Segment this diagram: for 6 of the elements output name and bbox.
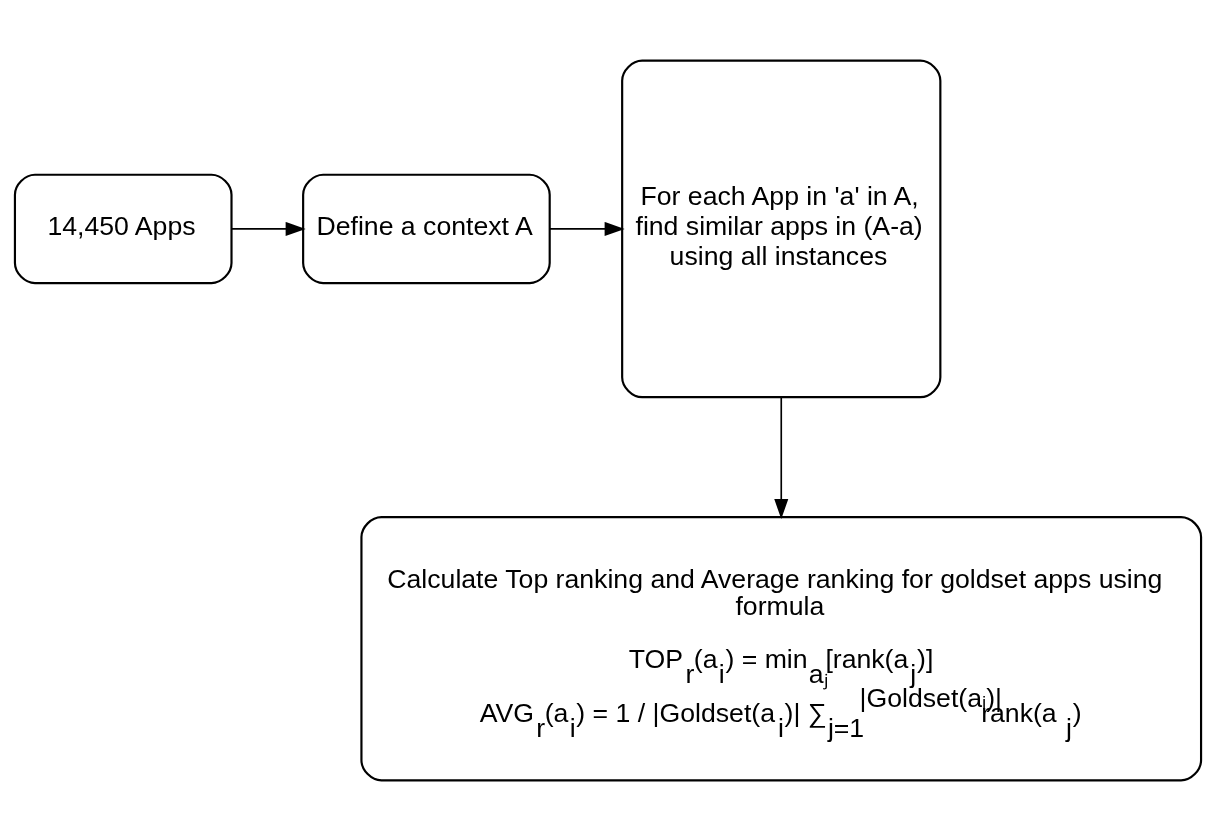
arrow bbox=[774, 396, 789, 519]
arrow bbox=[230, 221, 306, 236]
node-box: 14,450 Apps bbox=[13, 173, 233, 284]
arrow bbox=[548, 221, 625, 236]
node-box: For each App in 'a' in A, find similar apps in (A-a) using all instances bbox=[621, 59, 942, 398]
node-box: Define a context A bbox=[302, 173, 551, 284]
